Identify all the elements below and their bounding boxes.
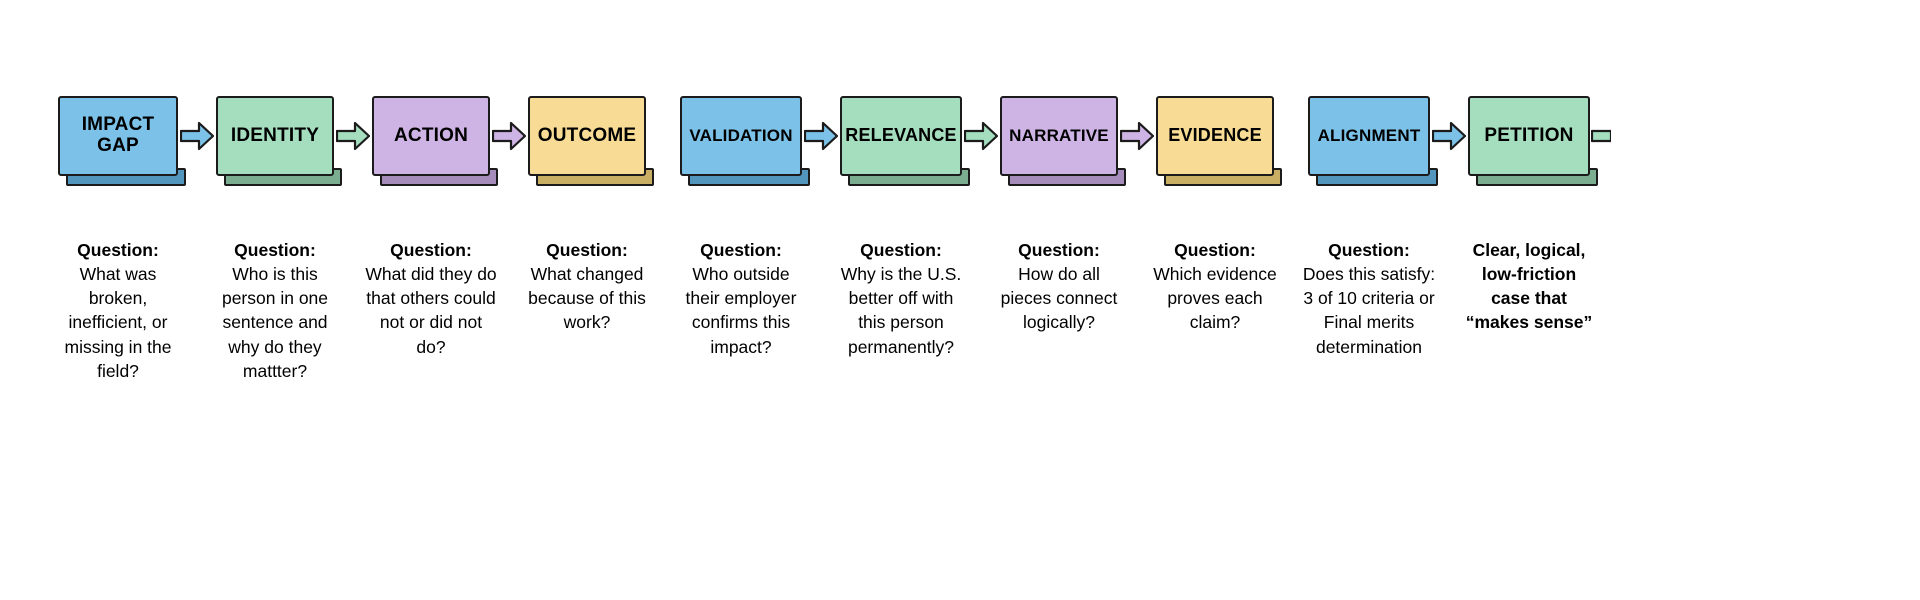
question-body: Which evidence proves each claim? — [1153, 264, 1277, 333]
question-label-text: Question — [700, 240, 776, 260]
question-label-text: Question — [1018, 240, 1094, 260]
group-separator — [1274, 96, 1308, 97]
question-label-text: Question — [1328, 240, 1404, 260]
node-face[interactable]: EVIDENCE — [1156, 96, 1274, 176]
question-label: Question: — [993, 238, 1125, 262]
node-label: RELEVANCE — [845, 125, 957, 146]
question-body: Why is the U.S. better off with this per… — [840, 264, 962, 357]
question-column-1: Question:What was broken, inefficient, o… — [49, 238, 187, 383]
process-node-identity[interactable]: IDENTITY — [216, 96, 342, 188]
question-label-text: Question — [390, 240, 466, 260]
flow-arrow-stub-truncated — [1590, 96, 1612, 176]
arrow-right-icon — [964, 121, 998, 151]
question-column-2: Question:Who is this person in one sente… — [207, 238, 343, 383]
question-label-colon: : — [776, 240, 782, 260]
flow-arrow-action-next — [490, 96, 528, 176]
question-column-3: Question:What did they do that others co… — [363, 238, 499, 359]
question-label-text: Question — [77, 240, 153, 260]
node-label: ALIGNMENT — [1317, 125, 1421, 145]
process-node-validation[interactable]: VALIDATION — [680, 96, 810, 188]
question-label: Question: — [51, 238, 185, 262]
question-body: What was broken, inefficient, or missing… — [64, 264, 172, 381]
node-face[interactable]: ACTION — [372, 96, 490, 176]
arrow-right-icon — [336, 121, 370, 151]
question-column-5: Question:Who outside their employer conf… — [671, 238, 811, 359]
arrow-right-truncated-icon — [1591, 129, 1611, 143]
question-label-colon: : — [1250, 240, 1256, 260]
question-label-colon: : — [936, 240, 942, 260]
question-body: Clear, logical, low-friction case that “… — [1465, 240, 1593, 333]
flow-arrow-impact-gap-next — [178, 96, 216, 176]
flow-arrow-relevance-next — [962, 96, 1000, 176]
question-label-colon: : — [1404, 240, 1410, 260]
node-face[interactable]: PETITION — [1468, 96, 1590, 176]
question-column-9: Question:Does this satisfy: 3 of 10 crit… — [1299, 238, 1439, 359]
arrow-right-icon — [1120, 121, 1154, 151]
process-group-2: VALIDATION RELEVANCE NARRATIVE EVIDENCE — [680, 96, 1282, 188]
question-label-colon: : — [153, 240, 159, 260]
question-label-colon: : — [1094, 240, 1100, 260]
process-node-impact-gap[interactable]: IMPACT GAP — [58, 96, 186, 188]
question-label-text: Question — [860, 240, 936, 260]
node-face[interactable]: RELEVANCE — [840, 96, 962, 176]
question-label-text: Question — [1174, 240, 1250, 260]
question-column-6: Question:Why is the U.S. better off with… — [831, 238, 971, 359]
question-label: Question: — [521, 238, 653, 262]
process-group-3: ALIGNMENT PETITION — [1308, 96, 1612, 188]
node-face[interactable]: IMPACT GAP — [58, 96, 178, 176]
question-body: How do all pieces connect logically? — [1000, 264, 1118, 333]
node-face[interactable]: IDENTITY — [216, 96, 334, 176]
question-column-7: Question:How do all pieces connect logic… — [991, 238, 1127, 335]
node-label: PETITION — [1484, 124, 1574, 146]
process-node-petition[interactable]: PETITION — [1468, 96, 1598, 188]
process-flow-row: IMPACT GAP IDENTITY ACTION OUTCOME VALIDATIO… — [58, 96, 1612, 188]
arrow-right-icon — [1432, 121, 1466, 151]
question-body: Who outside their employer confirms this… — [685, 264, 797, 357]
arrow-right-icon — [804, 121, 838, 151]
flow-arrow-alignment-next — [1430, 96, 1468, 176]
flow-arrow-identity-next — [334, 96, 372, 176]
question-label: Question: — [209, 238, 341, 262]
question-body: Does this satisfy: 3 of 10 criteria or F… — [1302, 264, 1436, 357]
node-label: ACTION — [393, 124, 469, 146]
process-node-evidence[interactable]: EVIDENCE — [1156, 96, 1282, 188]
arrow-right-icon — [180, 121, 214, 151]
flow-arrow-narrative-next — [1118, 96, 1156, 176]
question-label-colon: : — [310, 240, 316, 260]
question-label: Question: — [1149, 238, 1281, 262]
question-label: Question: — [365, 238, 497, 262]
process-node-narrative[interactable]: NARRATIVE — [1000, 96, 1126, 188]
question-label: Question: — [833, 238, 969, 262]
node-face[interactable]: VALIDATION — [680, 96, 802, 176]
node-label: IDENTITY — [230, 124, 320, 146]
arrow-right-icon — [492, 121, 526, 151]
question-label-colon: : — [622, 240, 628, 260]
question-column-4: Question:What changed because of this wo… — [519, 238, 655, 335]
process-group-1: IMPACT GAP IDENTITY ACTION OUTCOME — [58, 96, 654, 188]
group-separator — [646, 96, 680, 97]
process-node-outcome[interactable]: OUTCOME — [528, 96, 654, 188]
question-column-10: Clear, logical, low-friction case that “… — [1459, 238, 1599, 335]
node-face[interactable]: NARRATIVE — [1000, 96, 1118, 176]
node-label: EVIDENCE — [1168, 125, 1262, 146]
question-label: Question: — [673, 238, 809, 262]
question-column-8: Question:Which evidence proves each clai… — [1147, 238, 1283, 335]
flow-arrow-validation-next — [802, 96, 840, 176]
node-face[interactable]: ALIGNMENT — [1308, 96, 1430, 176]
process-node-alignment[interactable]: ALIGNMENT — [1308, 96, 1438, 188]
node-label: NARRATIVE — [1009, 125, 1109, 145]
question-label-colon: : — [466, 240, 472, 260]
question-body: Who is this person in one sentence and w… — [221, 264, 329, 381]
question-label: Question: — [1301, 238, 1437, 262]
node-label: IMPACT GAP — [81, 114, 155, 156]
question-label-text: Question — [546, 240, 622, 260]
node-label: OUTCOME — [537, 124, 637, 146]
process-node-action[interactable]: ACTION — [372, 96, 498, 188]
question-label-text: Question — [234, 240, 310, 260]
process-node-relevance[interactable]: RELEVANCE — [840, 96, 970, 188]
question-body: What did they do that others could not o… — [365, 264, 497, 357]
node-face[interactable]: OUTCOME — [528, 96, 646, 176]
question-body: What changed because of this work? — [528, 264, 646, 333]
node-label: VALIDATION — [689, 125, 793, 145]
